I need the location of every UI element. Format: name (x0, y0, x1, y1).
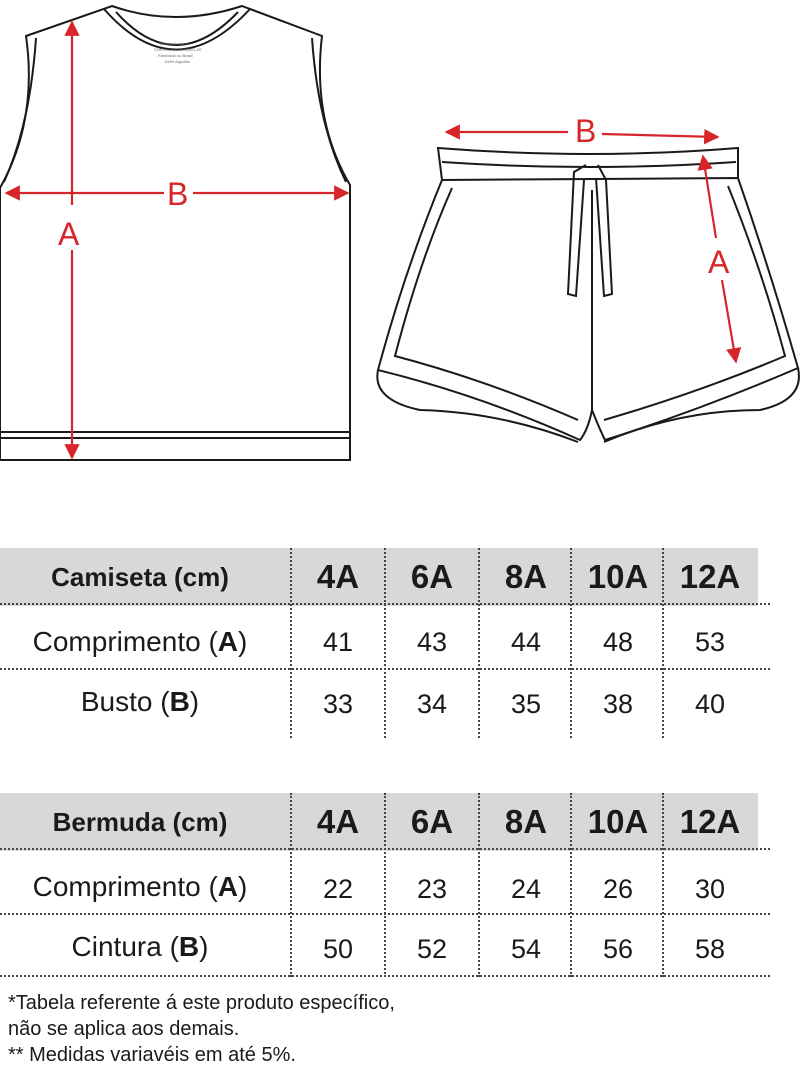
column-divider (384, 548, 386, 738)
tank-top-neckline (103, 8, 251, 51)
shorts-body (376, 176, 800, 442)
size-header-6a: 6A (410, 803, 454, 840)
svg-text:CNPJ 00.000.000/0001-00: CNPJ 00.000.000/0001-00 (154, 47, 202, 52)
value-cell: 33 (322, 688, 354, 719)
tank-top-outline (0, 4, 351, 461)
value-cell: 22 (322, 873, 354, 904)
value-cell: 38 (602, 688, 634, 719)
size-header-10a: 10A (587, 558, 649, 595)
table-title: Camiseta (cm) (51, 561, 229, 592)
footnote-line: *Tabela referente á este produto específ… (8, 992, 395, 1014)
value-cell: 50 (322, 933, 354, 964)
shirt-size-table: Camiseta (cm) 4A 6A 8A 10A 12A Comprimen… (0, 548, 800, 738)
shorts-drawstring-left (566, 164, 587, 298)
column-divider (662, 548, 664, 738)
shirt-label-b: B (167, 176, 188, 212)
row-label-comprimento: Comprimento (A) (32, 871, 248, 902)
column-divider (384, 793, 386, 977)
svg-text:100% Algodão: 100% Algodão (164, 59, 191, 64)
value-cell: 52 (416, 933, 448, 964)
size-header-6a: 6A (410, 558, 454, 595)
table-title: Bermuda (cm) (52, 806, 228, 837)
value-cell: 56 (602, 933, 634, 964)
care-label: Marca da marca CNPJ 00.000.000/0001-00 F… (154, 41, 202, 64)
table-header-bar (0, 793, 758, 851)
value-cell: 53 (694, 626, 726, 657)
size-header-12a: 12A (679, 558, 741, 595)
value-cell: 41 (322, 626, 354, 657)
value-cell: 44 (510, 626, 542, 657)
tank-top-drawing: Marca da marca CNPJ 00.000.000/0001-00 F… (0, 4, 351, 461)
value-cell: 48 (602, 626, 634, 657)
size-header-4a: 4A (316, 803, 360, 840)
value-cell: 58 (694, 933, 726, 964)
shorts-length-arrow-top (697, 154, 718, 239)
footnote: *Tabela referente á este produto específ… (8, 990, 395, 1068)
shorts-drawing (376, 146, 800, 443)
shirt-label-a: A (58, 216, 80, 252)
value-cell: 54 (510, 933, 542, 964)
shorts-waist-arrow-right (601, 128, 720, 145)
value-cell: 23 (416, 873, 448, 904)
value-cell: 30 (694, 873, 726, 904)
column-divider (662, 793, 664, 977)
column-divider (290, 548, 292, 738)
row-label-cintura: Cintura (B) (71, 931, 209, 962)
table-header-bar (0, 548, 758, 606)
shorts-size-table: Bermuda (cm) 4A 6A 8A 10A 12A Compriment… (0, 793, 800, 979)
svg-text:Marca da marca: Marca da marca (160, 41, 190, 46)
size-header-8a: 8A (504, 803, 548, 840)
footnote-line: não se aplica aos demais. (8, 1018, 240, 1040)
tank-top-armhole-right (311, 37, 347, 183)
value-cell: 34 (416, 688, 448, 719)
shorts-label-a: A (708, 244, 730, 280)
column-divider (290, 793, 292, 977)
shorts-drawstring-right (595, 164, 614, 298)
svg-text:Fabricado no Brasil: Fabricado no Brasil (158, 53, 193, 58)
column-divider (478, 548, 480, 738)
size-header-4a: 4A (316, 558, 360, 595)
value-cell: 43 (416, 626, 448, 657)
size-header-10a: 10A (587, 803, 649, 840)
shorts-side-stripe-right (603, 185, 787, 421)
value-cell: 26 (602, 873, 634, 904)
column-divider (478, 793, 480, 977)
row-label-comprimento: Comprimento (A) (32, 626, 248, 657)
shorts-hem (376, 369, 579, 443)
column-divider (570, 793, 572, 977)
shorts-arrows (444, 124, 742, 364)
shorts-label-b: B (575, 113, 596, 149)
shorts-length-arrow-bottom (720, 279, 742, 364)
footnote-line: ** Medidas variavéis em até 5%. (8, 1044, 296, 1066)
tank-top-armhole-left (3, 37, 37, 183)
tank-top-arrows (4, 20, 350, 460)
size-header-12a: 12A (679, 803, 741, 840)
garment-measurement-illustration: Marca da marca CNPJ 00.000.000/0001-00 F… (0, 4, 800, 461)
value-cell: 40 (694, 688, 726, 719)
value-cell: 35 (510, 688, 542, 719)
size-header-8a: 8A (504, 558, 548, 595)
value-cell: 24 (510, 873, 542, 904)
row-label-busto: Busto (B) (80, 686, 200, 717)
shorts-side-stripe-left (393, 187, 579, 421)
column-divider (570, 548, 572, 738)
